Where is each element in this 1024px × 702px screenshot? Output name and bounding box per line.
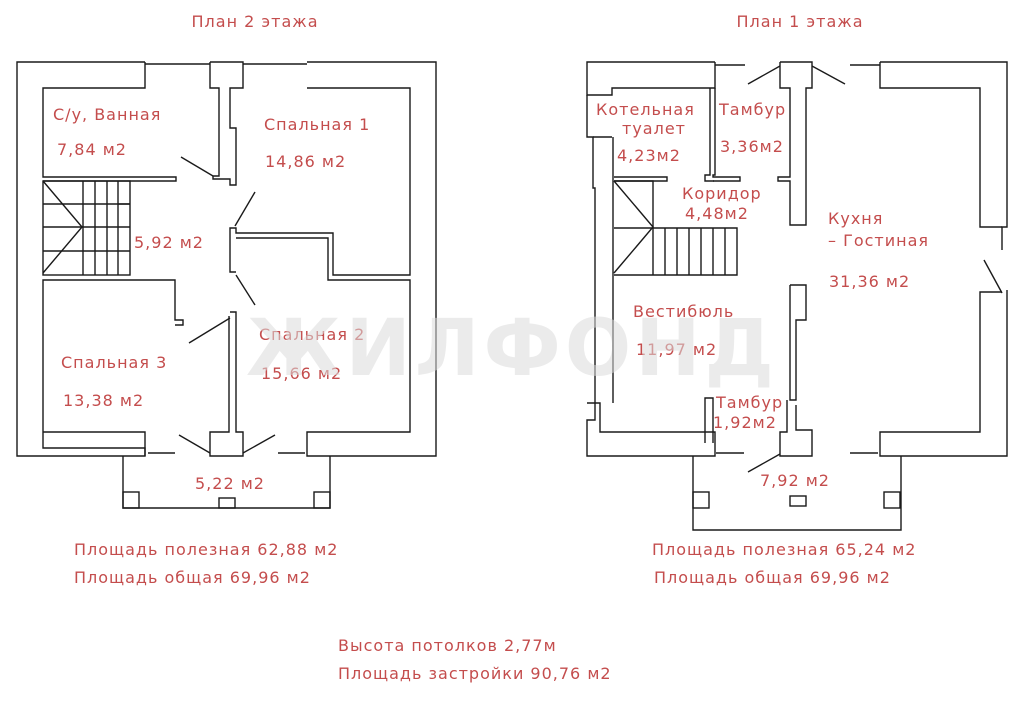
room-area-vestibule-bottom: 1,92м2 [713, 413, 777, 432]
floor1-total-area: Площадь общая 69,96 м2 [654, 568, 891, 587]
room-label-kitchen: Кухня [828, 209, 883, 228]
room-area-vestibule-top: 3,36м2 [720, 137, 784, 156]
room-label-bathroom: С/у, Ванная [53, 105, 161, 124]
floor1-useful-area: Площадь полезная 65,24 м2 [652, 540, 916, 559]
watermark: ЖИЛФОНД [246, 304, 778, 394]
room-area-terrace: 7,92 м2 [760, 471, 830, 490]
room-label-bedroom3: Спальная 3 [61, 353, 167, 372]
floor2-title: План 2 этажа [192, 12, 319, 31]
room-label-boiler: Котельная [596, 100, 695, 119]
ceiling-height: Высота потолков 2,77м [338, 636, 557, 655]
room-label-bedroom2: Спальная 2 [259, 325, 365, 344]
room-area-hall: 11,97 м2 [636, 340, 717, 359]
floor1-title: План 1 этажа [737, 12, 864, 31]
room-label-vestibule-bottom: Тамбур [715, 393, 783, 412]
room-label-hall: Вестибюль [633, 302, 734, 321]
room-label-vestibule-top: Тамбур [718, 100, 786, 119]
room-area-boiler: 4,23м2 [617, 146, 681, 165]
room-area-bedroom1: 14,86 м2 [265, 152, 346, 171]
room-area-corridor: 4,48м2 [685, 204, 749, 223]
room-area-balcony: 5,22 м2 [195, 474, 265, 493]
floor1-walls [586, 61, 1008, 531]
room-label-corridor: Коридор [682, 184, 762, 203]
room-area-bedroom3: 13,38 м2 [63, 391, 144, 410]
room-area-hall2: 5,92 м2 [134, 233, 204, 252]
room-label-boiler-toilet: туалет [622, 119, 686, 138]
floor2-plan: План 2 этажа С/у, Ванная 7,84 м2 Спальна… [16, 12, 437, 587]
floor2-total-area: Площадь общая 69,96 м2 [74, 568, 311, 587]
room-label-living: – Гостиная [828, 231, 929, 250]
room-area-bathroom: 7,84 м2 [57, 140, 127, 159]
floor2-useful-area: Площадь полезная 62,88 м2 [74, 540, 338, 559]
room-label-bedroom1: Спальная 1 [264, 115, 370, 134]
floor2-walls [16, 61, 437, 509]
room-area-kitchen-living: 31,36 м2 [829, 272, 910, 291]
building-area: Площадь застройки 90,76 м2 [338, 664, 612, 683]
floor1-plan: План 1 этажа Котельная туалет 4,23м2 Там… [586, 12, 1008, 587]
room-area-bedroom2: 15,66 м2 [261, 364, 342, 383]
